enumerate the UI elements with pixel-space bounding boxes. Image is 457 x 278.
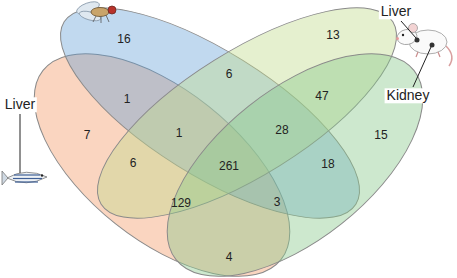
mouse-nose (396, 37, 399, 40)
tissue-label: Kidney (385, 88, 432, 103)
region-count: 47 (315, 90, 328, 103)
fish-stripe (15, 181, 38, 182)
region-count: 28 (275, 124, 288, 137)
region-count: 1 (124, 93, 131, 106)
tissue-label: Liver (379, 4, 413, 19)
mouse-leg (438, 52, 440, 57)
fly-icon (75, 0, 116, 23)
region-count: 18 (321, 158, 334, 171)
leader-line (401, 21, 416, 38)
fish-eye (41, 174, 43, 176)
fish-stripe (13, 178, 42, 179)
region-count: 1 (176, 127, 183, 140)
mouse-kidney-set (129, 12, 457, 278)
mouse-icon (396, 24, 452, 67)
mouse-eye (402, 34, 404, 36)
region-count: 4 (226, 251, 233, 264)
region-count: 7 (84, 129, 91, 142)
region-count: 16 (117, 33, 130, 46)
region-count: 6 (130, 157, 137, 170)
mouse-leg (416, 52, 418, 57)
region-count: 3 (274, 196, 281, 209)
fly-leg (93, 16, 96, 22)
fish-icon (2, 171, 47, 185)
fly-leg (106, 15, 109, 22)
region-count: 261 (219, 160, 239, 173)
region-count: 6 (226, 68, 233, 81)
fish-stripe (14, 174, 40, 175)
fly-leg (101, 16, 102, 23)
leader-line (20, 114, 21, 173)
organ-dot (415, 38, 420, 43)
tissue-label: Liver (3, 97, 37, 112)
mouse-tail (446, 46, 452, 66)
region-count: 15 (374, 129, 387, 142)
region-count: 13 (326, 29, 339, 42)
fly-head (108, 6, 116, 14)
region-count: 129 (171, 197, 191, 210)
fish-body (7, 172, 47, 183)
leader-line (413, 47, 431, 87)
organ-dot (430, 43, 435, 48)
